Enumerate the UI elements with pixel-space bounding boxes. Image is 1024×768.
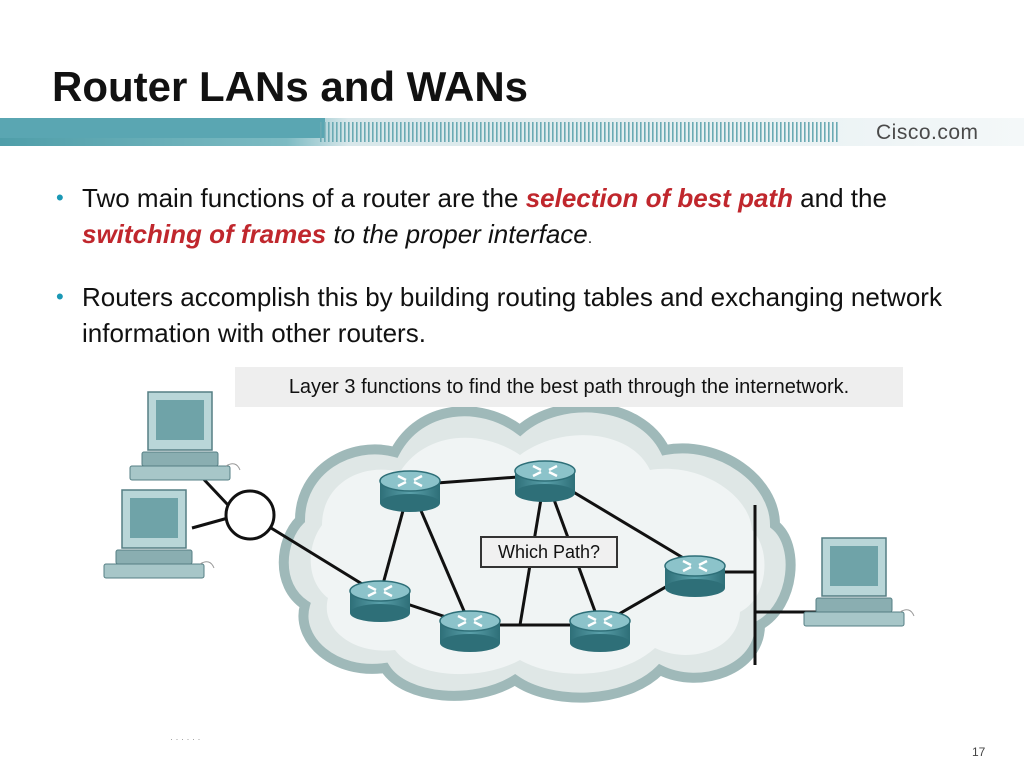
page-number: 17	[972, 745, 986, 759]
computer-icon	[103, 489, 215, 579]
bullet-period: .	[587, 230, 593, 247]
diagram-caption: Layer 3 functions to find the best path …	[235, 367, 903, 407]
footer-text: · · · · · ·	[170, 734, 201, 744]
hub-icon	[224, 489, 276, 541]
slide-title: Router LANs and WANs	[52, 63, 529, 110]
which-path-label: Which Path?	[480, 536, 618, 568]
header-banner	[0, 118, 1024, 146]
router-icon	[438, 609, 502, 654]
bullet-dot-icon: •	[56, 284, 64, 309]
bullet-text: Two main functions of a router are the	[82, 183, 526, 213]
bullet-text-italic: to the proper interface	[326, 219, 588, 249]
bullet-list: • Two main functions of a router are the…	[52, 180, 992, 351]
router-icon	[348, 579, 412, 624]
bullet-highlight: switching of frames	[82, 219, 327, 249]
computer-icon	[803, 537, 915, 627]
bullet-text: and the	[792, 183, 887, 213]
router-icon	[568, 609, 632, 654]
bullet-highlight: selection of best path	[525, 183, 793, 213]
bullet-item: • Two main functions of a router are the…	[52, 180, 992, 257]
router-icon	[663, 554, 727, 599]
router-icon	[378, 469, 442, 514]
computer-icon	[129, 391, 241, 481]
cisco-logo: Cisco.com	[876, 121, 979, 144]
router-icon	[513, 459, 577, 504]
bullet-text: Routers accomplish this by building rout…	[82, 282, 942, 348]
bullet-item: • Routers accomplish this by building ro…	[52, 279, 992, 351]
bullet-dot-icon: •	[56, 185, 64, 210]
link-line	[191, 516, 229, 530]
